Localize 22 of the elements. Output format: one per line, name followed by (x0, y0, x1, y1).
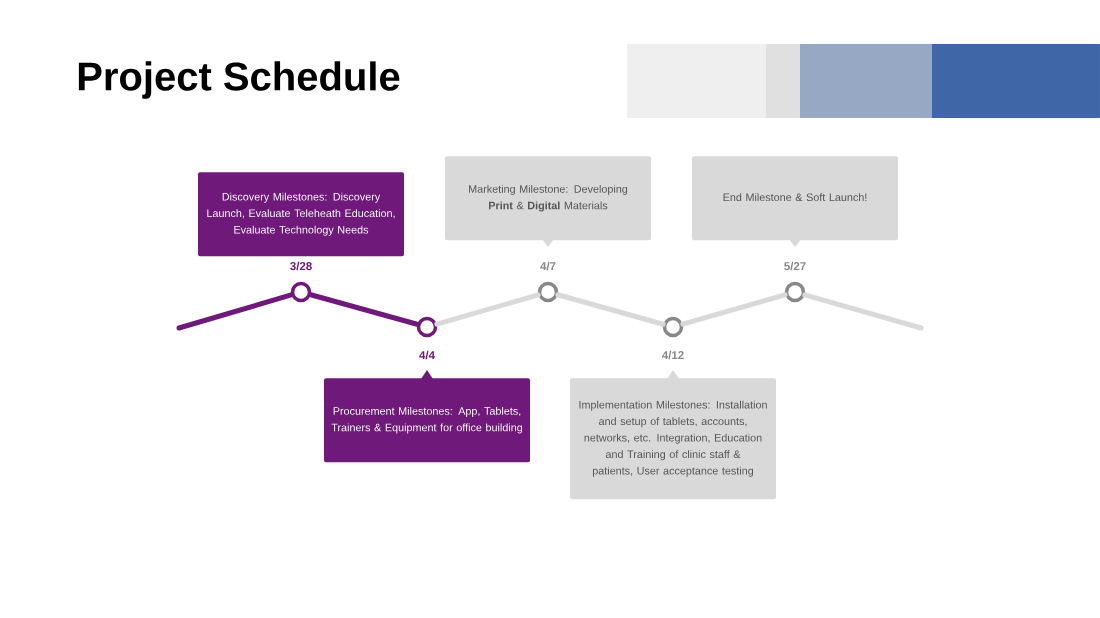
timeline-segment (680, 292, 788, 327)
timeline-segment (555, 292, 666, 327)
timeline-segment (308, 292, 420, 327)
timeline-segment (802, 292, 924, 331)
date-label: 4/7 (540, 261, 556, 271)
milestone-callout: End Milestone & Soft Launch! (692, 156, 898, 247)
milestone-marker (662, 316, 684, 338)
milestone-callout: Implementation Milestones: Installation and setup of tablets, accounts, networks, etc. Integration, Education and Training of clinic staff & patients, User acceptance testing (570, 370, 776, 500)
milestone-marker (416, 316, 438, 338)
milestone-marker (290, 281, 312, 303)
milestone-callout: Procurement Milestones: App, Tablets, Trainers & Equipment for office building (324, 370, 530, 463)
title: Project Schedule (78, 61, 400, 99)
date-label: 3/28 (290, 261, 312, 271)
timeline-segment (176, 292, 294, 331)
milestone-marker (537, 281, 559, 303)
date-label: 4/12 (662, 350, 684, 360)
milestone-marker (784, 281, 806, 303)
milestone-callout: Marketing Milestone: Developing Print & Digital Materials (445, 156, 651, 247)
milestone-callout: Discovery Milestones: Discovery Launch, Evaluate Teleheath Education, Evaluate Technology Needs (198, 172, 404, 257)
date-label: 5/27 (784, 261, 806, 271)
timeline-segment (434, 292, 541, 327)
date-label: 4/4 (419, 350, 435, 360)
